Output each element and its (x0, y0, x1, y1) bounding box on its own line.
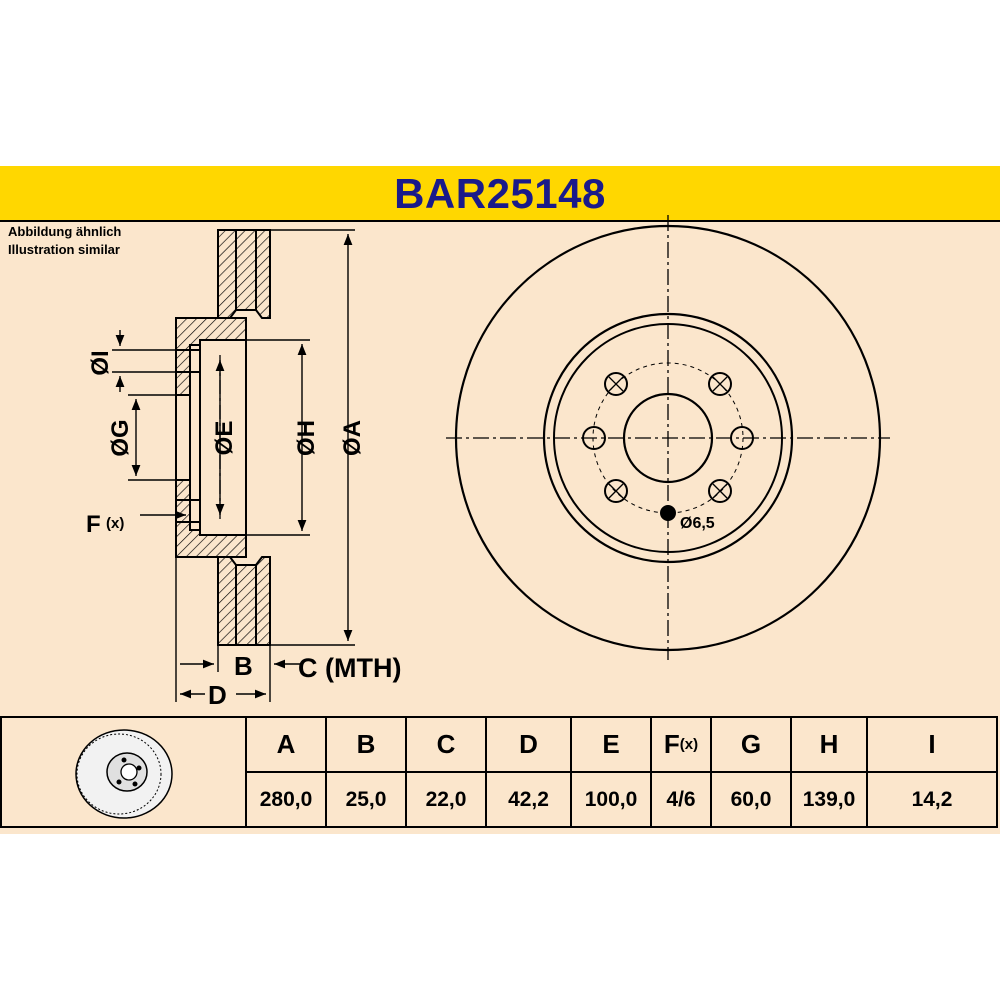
front-centerlines (446, 215, 890, 660)
label-dia-a: ØA (339, 420, 366, 456)
side-section-view (175, 229, 271, 646)
column-header-letter: B (356, 729, 376, 759)
column-value-b: 25,0 (325, 771, 407, 828)
label-dia-h: ØH (293, 420, 320, 456)
column-header-letter: I (928, 729, 936, 759)
column-header-d: D (485, 716, 572, 773)
title-banner (0, 166, 1000, 222)
bolt-holes (582, 372, 754, 521)
column-header-a: A (245, 716, 327, 773)
label-dia-e: ØE (211, 421, 238, 456)
column-value-h: 139,0 (790, 771, 868, 828)
bolt-hole (604, 479, 628, 503)
column-header-letter: C (436, 729, 456, 759)
drawing-sheet (0, 166, 1000, 834)
label-b: B (234, 651, 253, 681)
label-f-sub: (x) (106, 515, 124, 532)
column-value-a: 280,0 (245, 771, 327, 828)
illustration-note: Abbildung ähnlich Illustration similar (8, 223, 121, 259)
column-header-letter: F (663, 729, 680, 759)
note-line-english: Illustration similar (8, 242, 120, 257)
disc-ring-top (217, 229, 271, 319)
column-header-e: E (570, 716, 652, 773)
label-dia-i: ØI (87, 350, 114, 375)
column-header-h: H (790, 716, 868, 773)
column-header-f: F(x) (650, 716, 712, 773)
hub-section-bottom (175, 479, 247, 558)
hub-section-top (175, 317, 247, 396)
note-line-german: Abbildung ähnlich (8, 224, 122, 239)
bolt-hole (708, 479, 732, 503)
label-dia-g: ØG (107, 419, 134, 456)
column-header-letter: G (740, 729, 762, 759)
column-header-g: G (710, 716, 792, 773)
label-f: F (86, 511, 101, 538)
column-header-i: I (866, 716, 998, 773)
column-header-letter: A (276, 729, 296, 759)
label-c-mth: C (MTH) (298, 653, 401, 683)
label-d: D (208, 680, 227, 710)
disc-thumbnail (0, 716, 247, 828)
dimension-lines (112, 229, 355, 702)
column-header-b: B (325, 716, 407, 773)
column-header-c: C (405, 716, 487, 773)
column-header-letter: D (519, 729, 538, 759)
column-header-letter: H (819, 729, 839, 759)
column-value-g: 60,0 (710, 771, 792, 828)
side-view-labels: ØI ØG ØE ØH ØA F (x) B C (MTH) D (86, 350, 401, 710)
column-header-letter: E (602, 729, 620, 759)
column-header-sub: (x) (679, 736, 699, 753)
column-value-d: 42,2 (485, 771, 572, 828)
part-number-title: BAR25148 (394, 170, 606, 217)
column-value-i: 14,2 (866, 771, 998, 828)
column-value-f: 4/6 (650, 771, 712, 828)
bolt-hole (708, 372, 732, 396)
front-view (446, 215, 890, 660)
column-value-e: 100,0 (570, 771, 652, 828)
bolt-hole (604, 372, 628, 396)
column-value-c: 22,0 (405, 771, 487, 828)
disc-ring-bottom (217, 556, 271, 646)
disc-thumbnail-icon (74, 729, 173, 819)
label-bolt-hole-dia: Ø6,5 (680, 515, 715, 532)
